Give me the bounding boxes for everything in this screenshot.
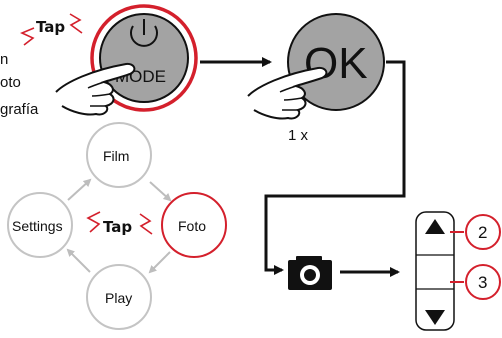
cycle-arrow-settings-to-film [67,178,92,201]
up-down-selector[interactable] [415,211,455,331]
hand-pointer-icon [55,62,136,116]
callout-down-label: 3 [478,273,487,292]
camera-icon [288,256,332,290]
tap-spark-center-right-icon [139,213,153,235]
cycle-node-foto: Foto [161,192,227,258]
cycle-label-foto: Foto [178,218,206,234]
cycle-arrow-film-to-foto [149,181,172,202]
tap-label-top: Tap [36,18,65,36]
tap-label-center: Tap [103,218,132,236]
tap-spark-center-left-icon [86,211,101,233]
tap-spark-left-icon [19,27,35,46]
cycle-arrow-play-to-settings [66,248,91,273]
tap-spark-right-icon [69,13,83,34]
cycle-node-film: Film [86,122,152,188]
mode-cycle-diagram: Film Foto Play Settings Tap [7,122,227,330]
cycle-label-settings: Settings [12,218,63,234]
callout-up-label: 2 [478,223,487,242]
cycle-label-play: Play [105,290,132,306]
mode-button[interactable]: MODE [90,4,198,112]
repeat-count-label: 1 x [288,127,309,144]
callout-up: 2 [450,214,501,250]
cycle-label-film: Film [103,148,129,164]
side-text-line-1: n [0,51,8,68]
cycle-node-settings: Settings [7,192,73,258]
power-icon [130,19,158,47]
hand-pointer-ok-icon [247,66,328,120]
side-text-line-3: grafía [0,101,39,118]
side-text-line-2: oto [0,74,21,91]
cycle-node-play: Play [86,264,152,330]
callout-down: 3 [450,264,501,300]
up-triangle-icon[interactable] [425,219,445,234]
flow-connector [264,60,406,275]
down-triangle-icon[interactable] [425,310,445,325]
ok-button[interactable]: OK [287,13,385,111]
tap-badge-top: Tap [19,13,83,46]
cycle-arrow-foto-to-play [148,251,171,274]
tap-badge-center: Tap [86,211,153,236]
